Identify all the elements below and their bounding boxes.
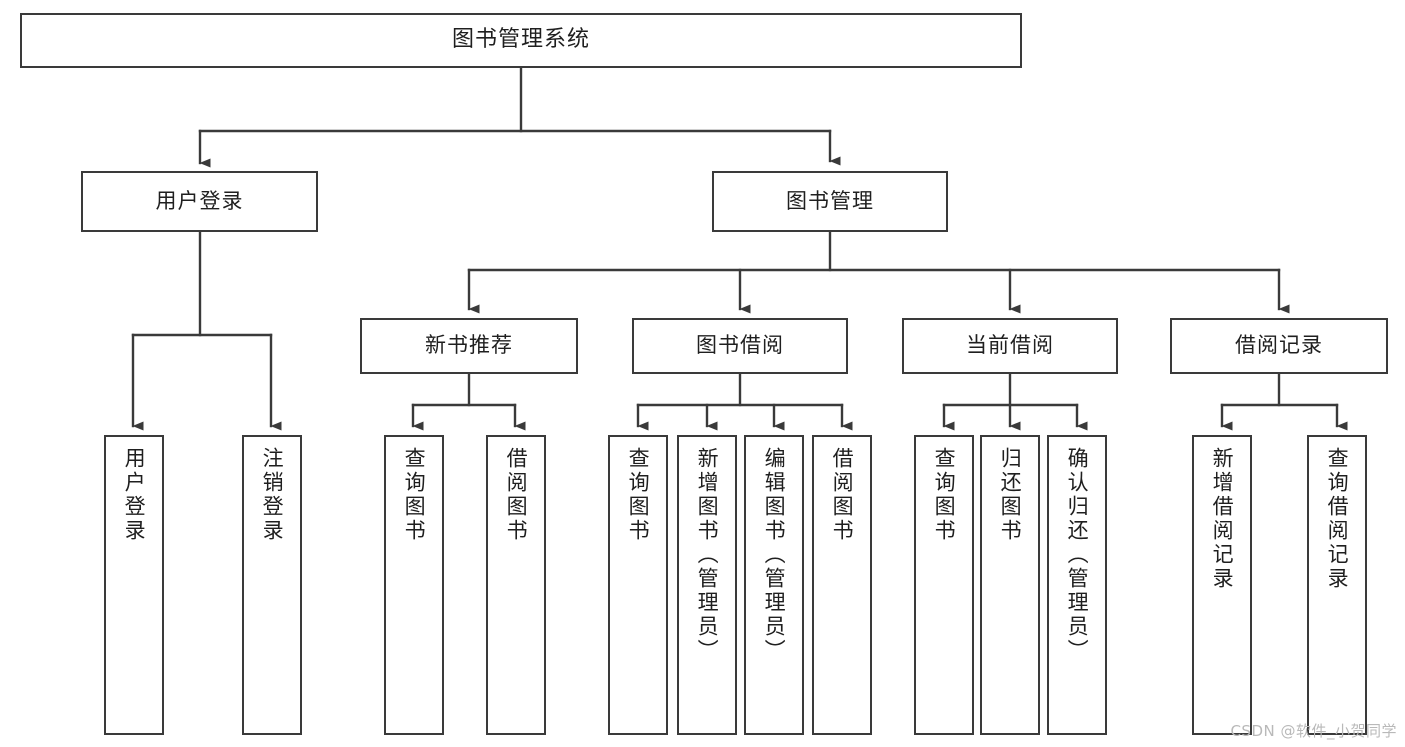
leaf-record-query-record[interactable]: 查询借阅记录 — [1307, 435, 1367, 735]
leaf-record-add-record[interactable]: 新增借阅记录 — [1192, 435, 1252, 735]
watermark-credit: CSDN @软件_小贺同学 — [1230, 722, 1397, 740]
node-borrow-record[interactable]: 借阅记录 — [1170, 318, 1388, 374]
node-label: 借阅记录 — [1235, 333, 1323, 358]
node-label: 查询图书 — [626, 447, 651, 543]
node-user-login[interactable]: 用户登录 — [81, 171, 318, 232]
node-label: 确认归还（管理员） — [1065, 447, 1090, 663]
node-label: 查询图书 — [402, 447, 427, 543]
node-new-book-recommend[interactable]: 新书推荐 — [360, 318, 578, 374]
node-label: 当前借阅 — [966, 333, 1054, 358]
node-label: 查询借阅记录 — [1325, 447, 1350, 591]
node-label: 借阅图书 — [830, 447, 855, 543]
node-label: 新增图书（管理员） — [695, 447, 720, 663]
node-root-system[interactable]: 图书管理系统 — [20, 13, 1022, 68]
node-label: 新增借阅记录 — [1210, 447, 1235, 591]
node-label: 新书推荐 — [425, 333, 513, 358]
node-book-management[interactable]: 图书管理 — [712, 171, 948, 232]
leaf-borrow-edit-book[interactable]: 编辑图书（管理员） — [744, 435, 804, 735]
leaf-recommend-borrow-book[interactable]: 借阅图书 — [486, 435, 546, 735]
node-label: 用户登录 — [155, 188, 244, 213]
node-label: 图书管理 — [786, 188, 874, 213]
leaf-borrow-add-book[interactable]: 新增图书（管理员） — [677, 435, 737, 735]
node-label: 图书借阅 — [696, 333, 784, 358]
leaf-current-query-book[interactable]: 查询图书 — [914, 435, 974, 735]
node-book-borrow[interactable]: 图书借阅 — [632, 318, 848, 374]
leaf-current-confirm-return[interactable]: 确认归还（管理员） — [1047, 435, 1107, 735]
leaf-current-return-book[interactable]: 归还图书 — [980, 435, 1040, 735]
node-label: 编辑图书（管理员） — [762, 447, 787, 663]
node-label: 归还图书 — [998, 447, 1023, 543]
leaf-recommend-query-book[interactable]: 查询图书 — [384, 435, 444, 735]
node-label: 图书管理系统 — [451, 27, 590, 53]
node-label: 用户登录 — [122, 447, 147, 543]
node-current-borrow[interactable]: 当前借阅 — [902, 318, 1118, 374]
leaf-user-logout[interactable]: 注销登录 — [242, 435, 302, 735]
leaf-borrow-borrow-book[interactable]: 借阅图书 — [812, 435, 872, 735]
node-label: 借阅图书 — [504, 447, 529, 543]
leaf-user-login[interactable]: 用户登录 — [104, 435, 164, 735]
leaf-borrow-query-book[interactable]: 查询图书 — [608, 435, 668, 735]
node-label: 注销登录 — [260, 447, 285, 543]
node-label: 查询图书 — [932, 447, 957, 543]
